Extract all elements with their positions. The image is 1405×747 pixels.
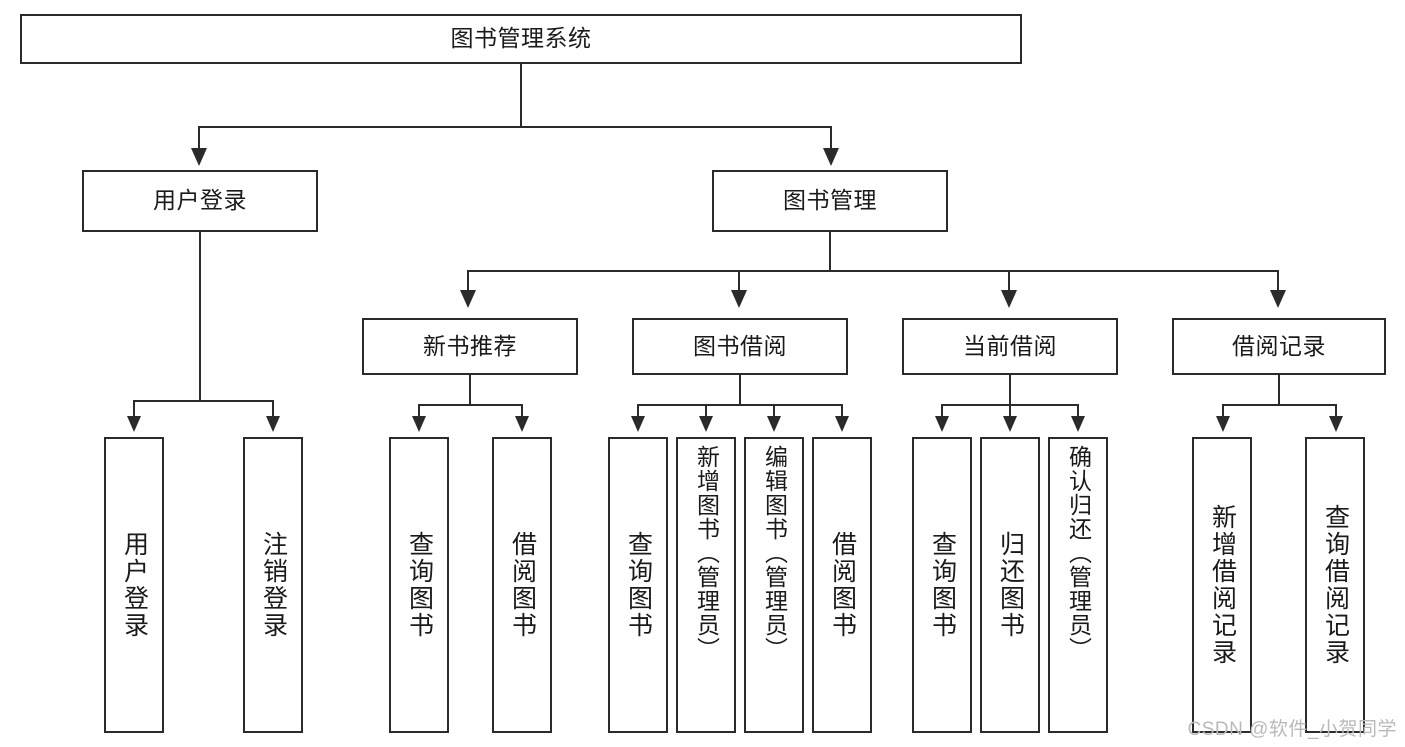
arrow-to-bookborrow-leaf-3 bbox=[767, 416, 781, 432]
node-label: 借阅图书 bbox=[508, 531, 537, 639]
node-root-book-management-system[interactable]: 图书管理系统 bbox=[20, 14, 1022, 64]
arrow-to-logout-leaf bbox=[266, 416, 280, 432]
node-book-borrow[interactable]: 图书借阅 bbox=[632, 318, 848, 375]
leaf-borrowrecord-query-record[interactable]: 查询借阅记录 bbox=[1305, 437, 1365, 733]
node-label: 查询图书 bbox=[405, 531, 434, 639]
arrow-to-currentborrow-leaf-1 bbox=[935, 416, 949, 432]
connector-root-bus bbox=[198, 126, 832, 128]
node-label: 新增借阅记录 bbox=[1208, 504, 1237, 666]
arrow-to-bookborrow-leaf-4 bbox=[835, 416, 849, 432]
node-book-management[interactable]: 图书管理 bbox=[712, 170, 948, 232]
arrow-to-borrowrecord-leaf-2 bbox=[1329, 416, 1343, 432]
node-label: 借阅图书 bbox=[828, 531, 857, 639]
leaf-currentborrow-confirm-return-admin[interactable]: 确认归还（管理员） bbox=[1048, 437, 1108, 733]
connector-user-login-bus bbox=[133, 400, 273, 402]
arrow-to-bookborrow-leaf-1 bbox=[631, 416, 645, 432]
arrow-to-currentborrow-leaf-3 bbox=[1071, 416, 1085, 432]
leaf-bookborrow-borrow-books[interactable]: 借阅图书 bbox=[812, 437, 872, 733]
leaf-logout[interactable]: 注销登录 bbox=[243, 437, 303, 733]
node-label: 注销登录 bbox=[259, 531, 288, 639]
node-label: 查询图书 bbox=[624, 531, 653, 639]
node-label: 编辑图书（管理员） bbox=[761, 445, 788, 661]
connector-bookborrow-drop-4 bbox=[841, 404, 843, 418]
connector-bookborrow-drop-1 bbox=[637, 404, 639, 418]
node-label: 图书管理系统 bbox=[450, 25, 592, 52]
connector-root-drop-2 bbox=[830, 126, 832, 150]
connector-book-mgmt-bus bbox=[467, 270, 1279, 272]
node-label: 新增图书（管理员） bbox=[693, 445, 720, 661]
connector-root-stem bbox=[520, 64, 522, 126]
arrow-to-newbook-leaf-2 bbox=[515, 416, 529, 432]
arrow-root-to-user-login bbox=[191, 148, 207, 166]
connector-bookborrow-bus bbox=[637, 404, 843, 406]
connector-newbook-stem bbox=[469, 375, 471, 404]
node-label: 新书推荐 bbox=[423, 332, 517, 359]
connector-bookborrow-drop-2 bbox=[705, 404, 707, 418]
connector-bookborrow-drop-3 bbox=[773, 404, 775, 418]
arrow-to-newbook-leaf-1 bbox=[412, 416, 426, 432]
arrow-to-book-borrow bbox=[731, 290, 747, 308]
connector-currentborrow-drop-2 bbox=[1009, 404, 1011, 418]
connector-user-login-stem bbox=[199, 232, 201, 400]
arrow-to-current-borrow bbox=[1001, 290, 1017, 308]
connector-book-mgmt-drop-3 bbox=[1008, 270, 1010, 292]
connector-user-login-drop-2 bbox=[272, 400, 274, 418]
connector-currentborrow-stem bbox=[1009, 375, 1011, 404]
leaf-bookborrow-add-book-admin[interactable]: 新增图书（管理员） bbox=[676, 437, 736, 733]
connector-user-login-drop-1 bbox=[133, 400, 135, 418]
node-current-borrow[interactable]: 当前借阅 bbox=[902, 318, 1118, 375]
connector-newbook-drop-1 bbox=[418, 404, 420, 418]
connector-borrowrecord-drop-1 bbox=[1222, 404, 1224, 418]
node-label: 查询图书 bbox=[928, 531, 957, 639]
connector-bookborrow-stem bbox=[739, 375, 741, 404]
node-label: 归还图书 bbox=[996, 531, 1025, 639]
arrow-to-currentborrow-leaf-2 bbox=[1003, 416, 1017, 432]
arrow-to-new-book-recommend bbox=[460, 290, 476, 308]
watermark-text: CSDN @软件_小贺同学 bbox=[1187, 719, 1397, 740]
connector-book-mgmt-drop-1 bbox=[467, 270, 469, 292]
node-label: 用户登录 bbox=[120, 531, 149, 639]
arrow-to-borrowrecord-leaf-1 bbox=[1216, 416, 1230, 432]
connector-book-mgmt-stem bbox=[829, 232, 831, 270]
node-label: 借阅记录 bbox=[1232, 332, 1326, 359]
leaf-user-login[interactable]: 用户登录 bbox=[104, 437, 164, 733]
leaf-bookborrow-edit-book-admin[interactable]: 编辑图书（管理员） bbox=[744, 437, 804, 733]
connector-book-mgmt-drop-2 bbox=[738, 270, 740, 292]
connector-newbook-drop-2 bbox=[521, 404, 523, 418]
leaf-newbook-query-books[interactable]: 查询图书 bbox=[389, 437, 449, 733]
leaf-bookborrow-query-books[interactable]: 查询图书 bbox=[608, 437, 668, 733]
node-user-login[interactable]: 用户登录 bbox=[82, 170, 318, 232]
arrow-root-to-book-management bbox=[823, 148, 839, 166]
node-new-book-recommend[interactable]: 新书推荐 bbox=[362, 318, 578, 375]
arrow-to-borrow-record bbox=[1270, 290, 1286, 308]
node-label: 当前借阅 bbox=[963, 332, 1057, 359]
leaf-newbook-borrow-books[interactable]: 借阅图书 bbox=[492, 437, 552, 733]
node-label: 查询借阅记录 bbox=[1321, 504, 1350, 666]
leaf-borrowrecord-add-record[interactable]: 新增借阅记录 bbox=[1192, 437, 1252, 733]
connector-root-drop-1 bbox=[198, 126, 200, 150]
leaf-currentborrow-query-books[interactable]: 查询图书 bbox=[912, 437, 972, 733]
node-label: 确认归还（管理员） bbox=[1065, 445, 1092, 661]
connector-borrowrecord-stem bbox=[1278, 375, 1280, 404]
connector-currentborrow-drop-3 bbox=[1077, 404, 1079, 418]
leaf-currentborrow-return-books[interactable]: 归还图书 bbox=[980, 437, 1040, 733]
connector-borrowrecord-drop-2 bbox=[1335, 404, 1337, 418]
connector-currentborrow-drop-1 bbox=[941, 404, 943, 418]
node-label: 用户登录 bbox=[153, 187, 247, 214]
arrow-to-bookborrow-leaf-2 bbox=[699, 416, 713, 432]
node-borrow-record[interactable]: 借阅记录 bbox=[1172, 318, 1386, 375]
node-label: 图书借阅 bbox=[693, 332, 787, 359]
connector-book-mgmt-drop-4 bbox=[1277, 270, 1279, 292]
arrow-to-user-login-leaf bbox=[127, 416, 141, 432]
connector-borrowrecord-bus bbox=[1222, 404, 1336, 406]
connector-newbook-bus bbox=[418, 404, 522, 406]
node-label: 图书管理 bbox=[783, 187, 877, 214]
